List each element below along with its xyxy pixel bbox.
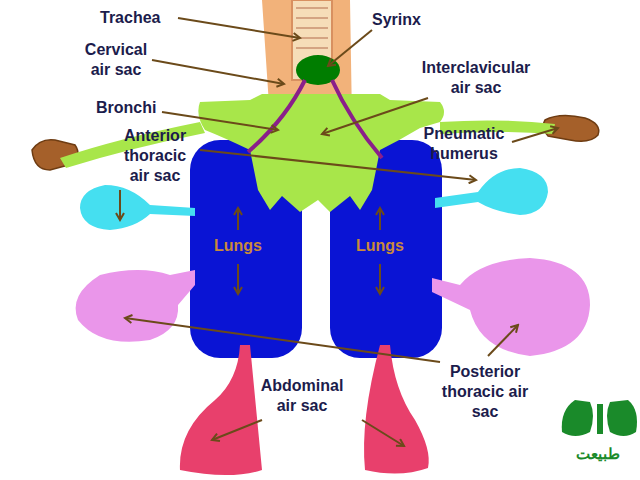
right-posterior-sac [432,258,590,356]
leader-arrows [120,18,558,446]
part-label: Interclavicular air sac [410,58,542,98]
part-label: Syrinx [372,10,442,30]
part-label: Posterior thoracic air sac [440,362,530,422]
part-label: Lungs [349,236,411,256]
left-posterior-sac [76,270,195,342]
left-bronchus [248,80,305,152]
left-anterior-sac [80,185,195,230]
left-abdominal-sac [180,345,262,475]
right-anterior-sac [435,168,548,215]
part-label: Pneumatic humerus [414,124,514,164]
part-label: Cervical air sac [78,40,154,80]
right-abdominal-sac [364,345,429,474]
part-label: Abdominal air sac [252,376,352,416]
right-bronchus [332,80,382,158]
part-label: Bronchi [96,98,166,118]
part-label: طبیعت [560,444,636,464]
trachea-rings [296,8,328,48]
logo-mark [562,400,637,436]
part-label: Trachea [100,8,180,28]
part-label: Anterior thoracic air sac [112,126,198,186]
part-label: Lungs [207,236,269,256]
